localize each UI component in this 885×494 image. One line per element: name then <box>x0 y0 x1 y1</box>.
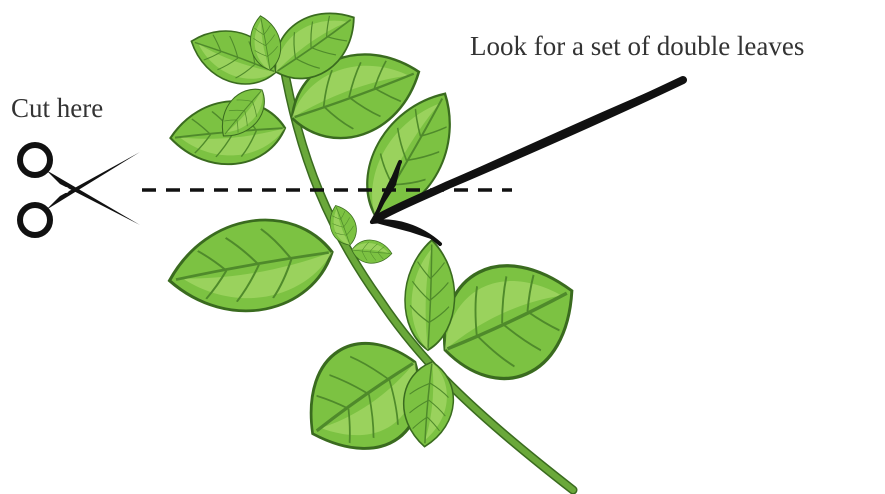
double-leaves-label: Look for a set of double leaves <box>470 33 804 60</box>
scissors-icon <box>20 145 140 235</box>
leaf-middle-left <box>162 208 340 324</box>
cut-here-label: Cut here <box>11 95 103 122</box>
